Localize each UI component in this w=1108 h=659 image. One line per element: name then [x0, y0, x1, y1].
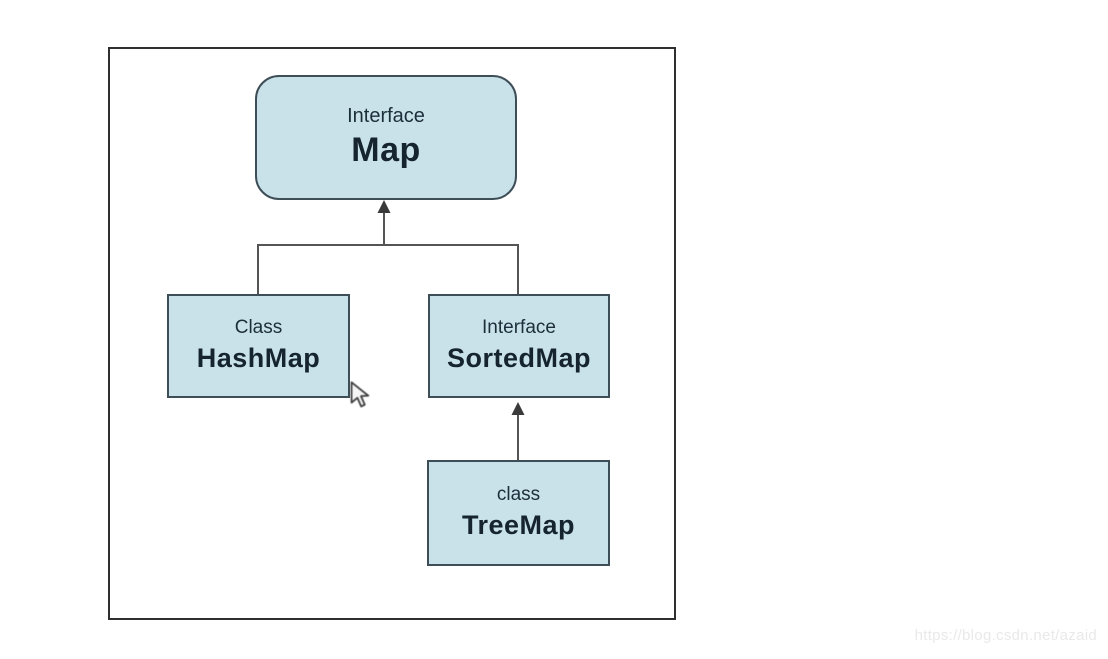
- node-treemap-stereotype: class: [496, 484, 541, 506]
- node-sortedmap-stereotype: Interface: [482, 317, 556, 339]
- node-sortedmap: Interface SortedMap: [428, 294, 610, 398]
- node-map-name: Map: [351, 131, 421, 170]
- connector-lines: [257, 200, 525, 460]
- node-hashmap-stereotype: Class: [234, 317, 283, 339]
- node-map: Interface Map: [255, 75, 517, 200]
- node-treemap-name: TreeMap: [461, 510, 576, 541]
- node-treemap: class TreeMap: [427, 460, 610, 566]
- diagram-frame: Interface Map Class HashMap Interface So…: [108, 47, 676, 620]
- watermark: https://blog.csdn.net/azaid: [914, 627, 1097, 644]
- connector-rail: [257, 244, 519, 294]
- node-hashmap-name: HashMap: [196, 343, 321, 374]
- node-hashmap: Class HashMap: [167, 294, 350, 398]
- mouse-cursor-icon: [350, 381, 370, 408]
- arrow-rail-to-map-head: [377, 200, 391, 213]
- node-map-stereotype: Interface: [347, 105, 425, 128]
- node-sortedmap-name: SortedMap: [446, 343, 591, 374]
- arrow-treemap-to-sortedmap-head: [511, 402, 525, 415]
